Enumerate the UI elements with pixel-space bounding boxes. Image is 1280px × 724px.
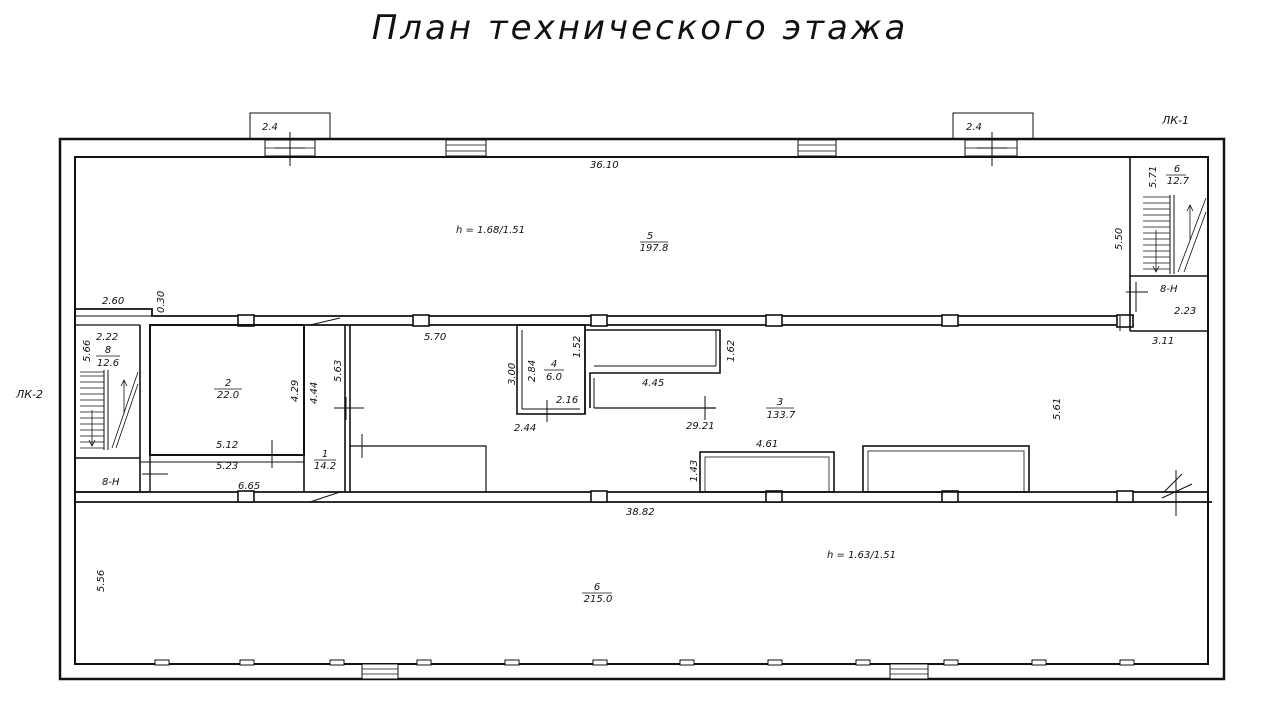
- dim-38-82: 38.82: [626, 507, 655, 518]
- labels: ЛК-1 ЛК-2 2.4 2.4 36.10 h = 1.68/1.51 5 …: [15, 114, 1196, 605]
- dim-2-44: 2.44: [514, 423, 536, 434]
- dim-1-43: 1.43: [689, 460, 700, 482]
- room-5-number: 5: [647, 231, 653, 242]
- bay-left: [249, 112, 331, 139]
- top-bays: [249, 112, 1034, 139]
- room-6-number: 6: [594, 582, 600, 593]
- height-top: h = 1.68/1.51: [456, 225, 525, 236]
- drawing-title: План технического этажа: [371, 8, 909, 48]
- door-opening: [889, 663, 929, 680]
- dim-6-65: 6.65: [238, 481, 260, 492]
- dim-2-16: 2.16: [556, 395, 578, 406]
- column: [765, 314, 783, 327]
- stair-left-label: 8-Н: [102, 477, 120, 488]
- room-6s-area: 12.7: [1167, 176, 1190, 187]
- room-3-area: 133.7: [767, 410, 796, 421]
- dim-top-length: 36.10: [590, 160, 619, 171]
- top-windows: [264, 132, 1018, 166]
- column: [237, 490, 255, 503]
- right-stair: [1119, 157, 1208, 516]
- left-stair: [75, 324, 168, 493]
- room-4-number: 4: [551, 359, 557, 370]
- room-3-walls: [350, 324, 1030, 493]
- dim-bay-left: 2.4: [262, 122, 278, 133]
- bay-right: [952, 112, 1034, 139]
- dim-4-44: 4.44: [309, 382, 320, 404]
- dim-1-62: 1.62: [726, 340, 737, 362]
- dim-2-60: 2.60: [102, 296, 124, 307]
- partition-block: [862, 445, 1030, 493]
- dim-5-56: 5.56: [96, 570, 107, 592]
- marker-lk2: ЛК-2: [15, 388, 43, 401]
- dim-2-84: 2.84: [527, 360, 538, 382]
- column: [1116, 490, 1134, 503]
- column: [412, 314, 430, 327]
- column: [941, 314, 959, 327]
- column: [590, 490, 608, 503]
- partition-block: [699, 451, 835, 493]
- column: [765, 490, 783, 503]
- dim-5-12: 5.12: [216, 440, 238, 451]
- room-2-number: 2: [225, 378, 231, 389]
- room-3-number: 3: [777, 397, 783, 408]
- dim-4-29: 4.29: [290, 380, 301, 402]
- dim-2-22: 2.22: [96, 332, 118, 343]
- dim-5-23: 5.23: [216, 461, 238, 472]
- dim-5-70: 5.70: [424, 332, 446, 343]
- room-8-number: 8: [105, 345, 111, 356]
- height-bottom: h = 1.63/1.51: [827, 550, 896, 561]
- column: [941, 490, 959, 503]
- dim-3-11: 3.11: [1152, 336, 1174, 347]
- dim-4-45: 4.45: [642, 378, 664, 389]
- dim-5-66: 5.66: [82, 340, 93, 362]
- room-2-area: 22.0: [217, 390, 239, 401]
- corridor-walls: [75, 308, 1212, 664]
- dim-1-52: 1.52: [572, 336, 583, 358]
- dim-29-21: 29.21: [686, 421, 715, 432]
- dim-5-50: 5.50: [1114, 228, 1125, 250]
- columns: [154, 314, 1135, 666]
- room-4-area: 6.0: [546, 372, 562, 383]
- stair-right-label: 8-Н: [1160, 284, 1178, 295]
- room-1-area: 14.2: [314, 461, 336, 472]
- dim-5-71: 5.71: [1148, 166, 1159, 188]
- room-1-number: 1: [322, 449, 328, 460]
- column: [1116, 314, 1134, 328]
- room-6s-number: 6: [1174, 164, 1180, 175]
- dim-5-63: 5.63: [333, 360, 344, 382]
- dim-4-61: 4.61: [756, 439, 778, 450]
- room-5-area: 197.8: [640, 243, 669, 254]
- room-8-area: 12.6: [97, 358, 119, 369]
- door-opening: [361, 663, 399, 680]
- window: [797, 139, 837, 157]
- marker-lk1: ЛК-1: [1161, 114, 1189, 127]
- outer-walls: [58, 137, 1226, 681]
- window: [445, 139, 487, 157]
- bottom-openings: [361, 663, 929, 680]
- dim-2-23: 2.23: [1174, 306, 1196, 317]
- room-6-area: 215.0: [584, 594, 613, 605]
- column: [590, 314, 608, 327]
- outer-wall-inner: [74, 156, 1209, 665]
- dim-0-30: 0.30: [156, 291, 167, 313]
- dim-5-61: 5.61: [1052, 398, 1063, 420]
- dim-3-00: 3.00: [507, 363, 518, 385]
- dim-bay-right: 2.4: [966, 122, 982, 133]
- room-1-walls: [303, 317, 364, 503]
- corridor-wall-top-upper: [75, 308, 1134, 317]
- outer-wall-outer: [58, 137, 1226, 681]
